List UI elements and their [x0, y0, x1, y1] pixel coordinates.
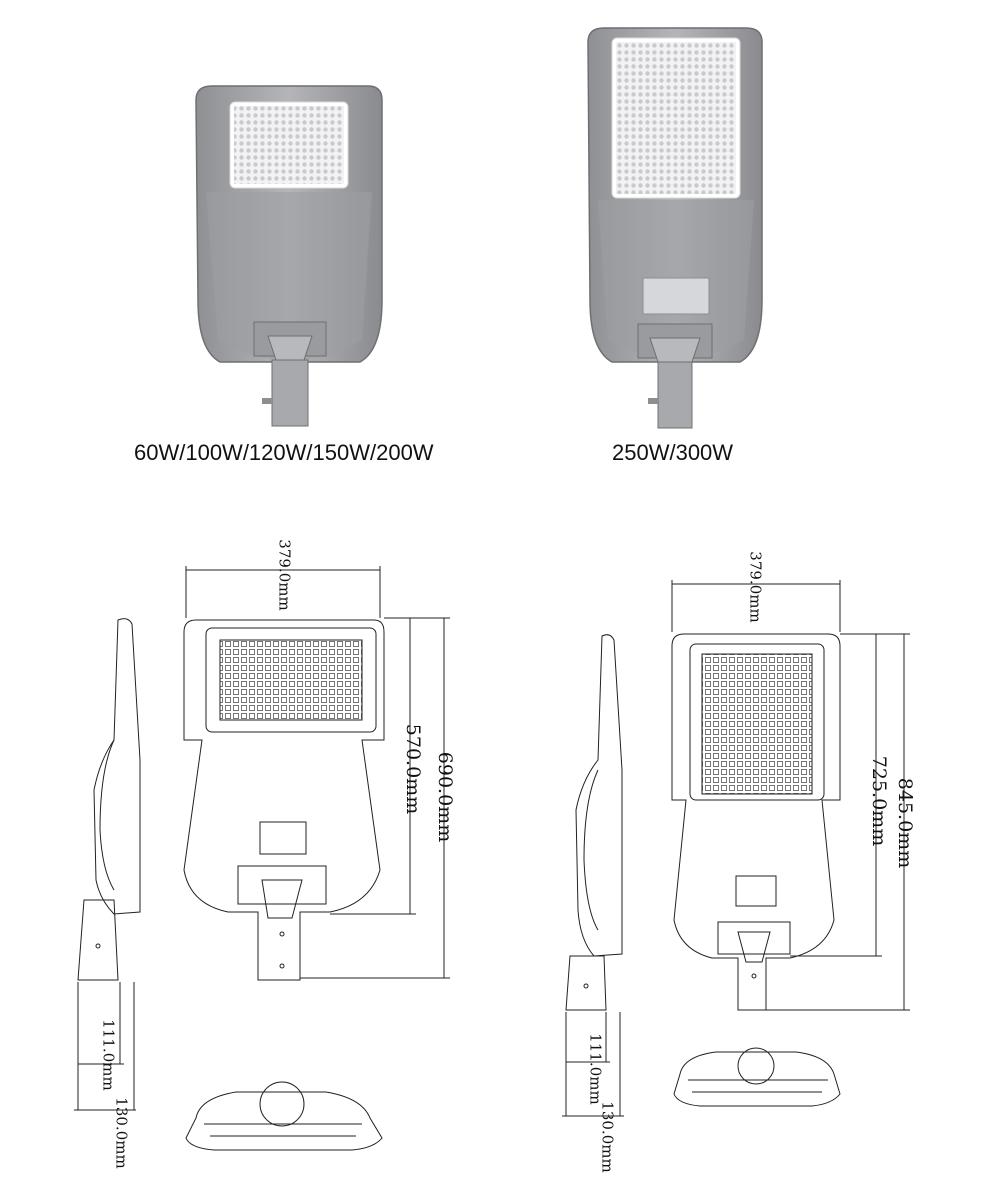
large-dimension-lines — [562, 580, 910, 1117]
small-width-dimension: 379.0mm — [275, 539, 294, 611]
large-lamp-bottom-view — [673, 1047, 841, 1107]
large-total-height-dimension: 845.0mm — [894, 777, 917, 869]
small-side-b-dimension: 130.0mm — [112, 1097, 131, 1169]
small-side-a-dimension: 111.0mm — [99, 1019, 118, 1091]
large-product-wattage-label: 250W/300W — [612, 440, 734, 465]
large-width-dimension: 379.0mm — [746, 551, 765, 623]
small-product-wattage-label: 60W/100W/120W/150W/200W — [134, 440, 434, 465]
small-lamp-front-view — [183, 619, 385, 981]
small-lamp-side-view — [77, 618, 141, 981]
small-body-height-dimension: 570.0mm — [402, 723, 425, 815]
large-lamp-photo — [587, 27, 763, 429]
large-lamp-front-view — [671, 633, 841, 1011]
large-lamp-side-view — [565, 634, 623, 1011]
small-total-height-dimension: 690.0mm — [434, 751, 457, 843]
small-lamp-photo — [195, 85, 383, 427]
large-side-b-dimension: 130.0mm — [598, 1101, 617, 1173]
small-lamp-bottom-view — [185, 1081, 383, 1151]
large-side-a-dimension: 111.0mm — [586, 1033, 605, 1105]
large-body-height-dimension: 725.0mm — [868, 755, 891, 847]
small-dimension-lines — [74, 566, 450, 1111]
